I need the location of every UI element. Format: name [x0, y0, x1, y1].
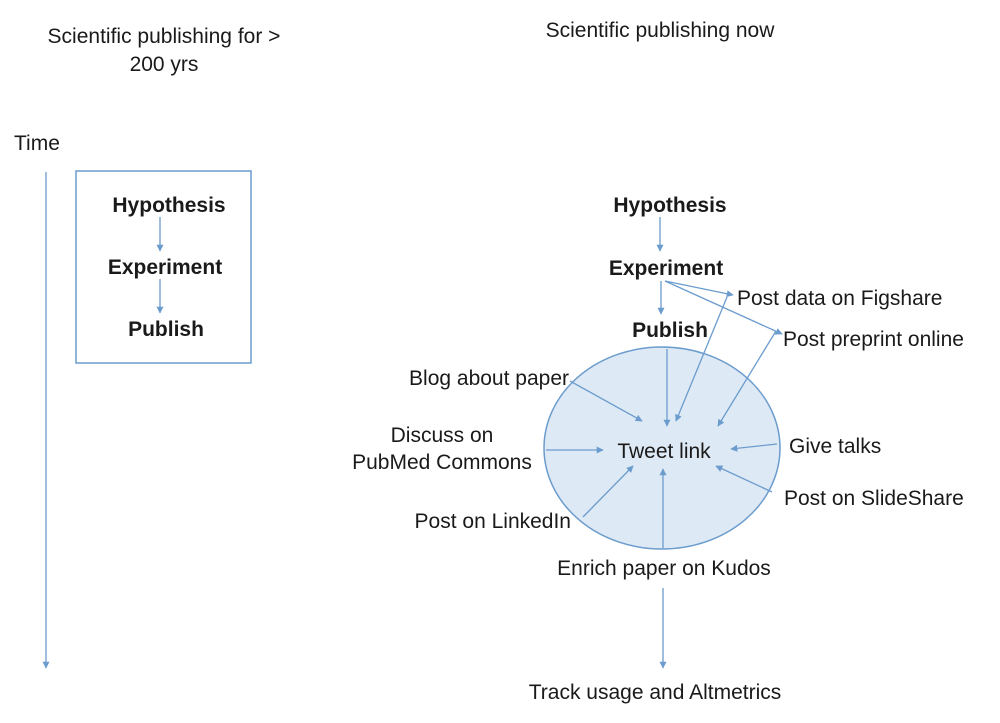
right-heading: Scientific publishing now — [546, 19, 776, 42]
label-post-preprint: Post preprint online — [783, 328, 964, 351]
label-discuss-line2: PubMed Commons — [352, 451, 532, 474]
right-step-publish: Publish — [632, 319, 708, 342]
label-post-figshare: Post data on Figshare — [737, 287, 942, 310]
arrow-talks-to-tweet — [730, 443, 778, 452]
label-give-talks: Give talks — [789, 435, 881, 458]
sharing-ellipse — [543, 346, 781, 550]
label-post-linkedin: Post on LinkedIn — [415, 510, 571, 533]
arrow-experiment-figshare — [664, 280, 734, 298]
arrow-slideshare-to-tweet — [715, 465, 773, 493]
left-step-experiment: Experiment — [108, 256, 222, 279]
arrow-figshare-to-tweet — [675, 296, 728, 422]
label-discuss-line1: Discuss on — [391, 424, 494, 447]
label-track-usage: Track usage and Altmetrics — [529, 681, 782, 704]
arrow-experiment-preprint — [664, 280, 783, 335]
label-post-slideshare: Post on SlideShare — [784, 487, 964, 510]
left-step-hypothesis: Hypothesis — [112, 194, 225, 217]
time-label: Time — [14, 132, 60, 155]
traditional-process-box — [75, 170, 252, 364]
right-step-experiment: Experiment — [609, 257, 723, 280]
center-tweet-link: Tweet link — [617, 440, 711, 463]
left-heading-line1: Scientific publishing for > — [48, 25, 281, 48]
label-enrich-kudos: Enrich paper on Kudos — [557, 557, 771, 580]
arrow-preprint-to-tweet — [717, 330, 777, 427]
right-step-hypothesis: Hypothesis — [613, 194, 726, 217]
left-step-publish: Publish — [128, 318, 204, 341]
label-blog-about-paper: Blog about paper — [409, 367, 569, 390]
arrow-blog-to-tweet — [569, 380, 643, 422]
left-heading-line2: 200 yrs — [130, 53, 199, 76]
arrow-linkedin-to-tweet — [582, 465, 634, 518]
